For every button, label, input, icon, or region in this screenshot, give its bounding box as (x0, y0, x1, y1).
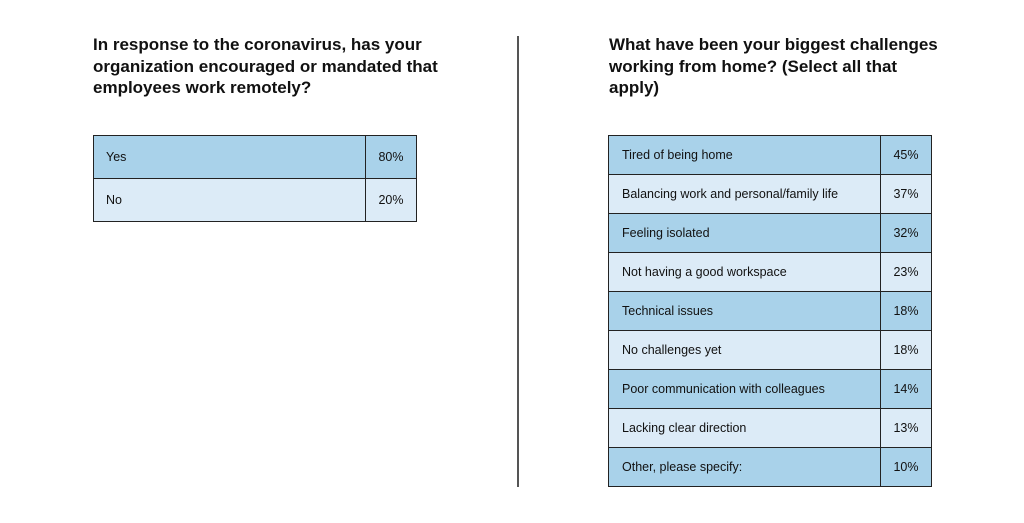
row-percentage: 18% (880, 330, 932, 370)
row-label: Not having a good workspace (608, 252, 881, 292)
row-label: Lacking clear direction (608, 408, 881, 448)
challenges-question: What have been your biggest challenges w… (609, 35, 938, 97)
row-label: Balancing work and personal/family life (608, 174, 881, 214)
row-percentage: 18% (880, 291, 932, 331)
row-label: Yes (93, 135, 366, 179)
row-percentage: 37% (880, 174, 932, 214)
table-row: Other, please specify:10% (608, 447, 932, 487)
row-label: Tired of being home (608, 135, 881, 175)
row-label: Technical issues (608, 291, 881, 331)
row-percentage: 80% (365, 135, 417, 179)
row-label: No (93, 178, 366, 222)
row-percentage: 13% (880, 408, 932, 448)
row-label: Other, please specify: (608, 447, 881, 487)
row-percentage: 32% (880, 213, 932, 253)
row-percentage: 23% (880, 252, 932, 292)
row-percentage: 10% (880, 447, 932, 487)
row-label: No challenges yet (608, 330, 881, 370)
row-label: Poor communication with colleagues (608, 369, 881, 409)
row-percentage: 14% (880, 369, 932, 409)
row-label: Feeling isolated (608, 213, 881, 253)
row-percentage: 20% (365, 178, 417, 222)
row-percentage: 45% (880, 135, 932, 175)
remote-work-question: In response to the coronavirus, has your… (93, 35, 438, 97)
column-divider (517, 36, 519, 487)
